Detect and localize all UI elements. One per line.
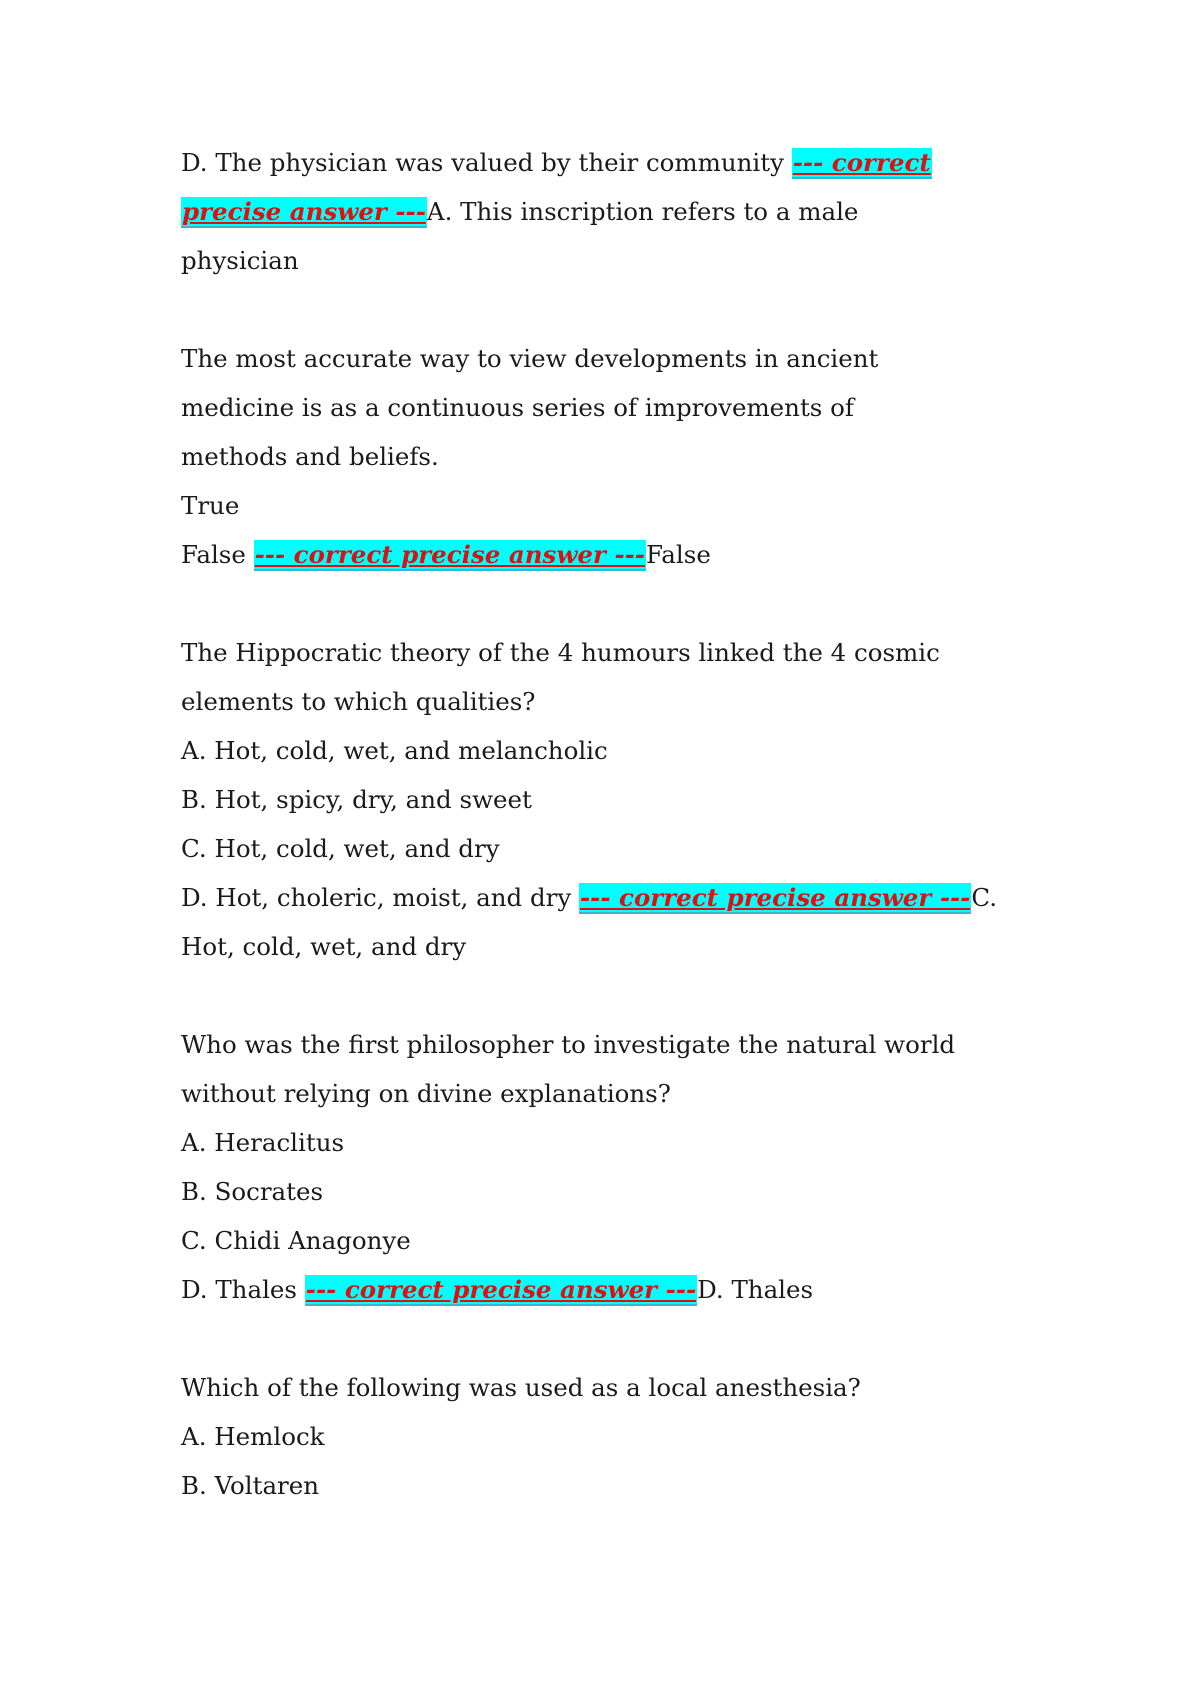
answer-text-continued: Hot, cold, wet, and dry	[181, 932, 467, 961]
paragraph-gap	[181, 579, 1041, 628]
option-a: A. Hot, cold, wet, and melancholic	[181, 736, 608, 765]
answer-text: D. Thales	[697, 1275, 814, 1304]
question-block-philosopher: Who was the first philosopher to investi…	[181, 1020, 1041, 1314]
question-text: without relying on divine explanations?	[181, 1079, 671, 1108]
option-d: D. Hot, choleric, moist, and dry	[181, 883, 580, 912]
document-page: D. The physician was valued by their com…	[181, 138, 1041, 1510]
text-line: D. Thales --- correct precise answer ---…	[181, 1265, 1041, 1314]
correct-answer-highlight: --- correct precise answer ---	[253, 540, 646, 571]
text-line: False --- correct precise answer ---Fals…	[181, 530, 1041, 579]
option-d-text: D. The physician was valued by their com…	[181, 148, 792, 177]
option-b: B. Voltaren	[181, 1471, 320, 1500]
question-text: methods and beliefs.	[181, 442, 439, 471]
answer-text-continued: physician	[181, 246, 299, 275]
answer-text: False	[645, 540, 711, 569]
text-line: D. Hot, choleric, moist, and dry --- cor…	[181, 873, 1041, 922]
option-false: False	[181, 540, 254, 569]
correct-answer-highlight: precise answer ---	[181, 197, 427, 228]
paragraph-gap	[181, 971, 1041, 1020]
option-b: B. Hot, spicy, dry, and sweet	[181, 785, 532, 814]
question-block-humours: The Hippocratic theory of the 4 humours …	[181, 628, 1041, 971]
option-d: D. Thales	[181, 1275, 305, 1304]
question-block-physician: D. The physician was valued by their com…	[181, 138, 1041, 285]
question-text: medicine is as a continuous series of im…	[181, 393, 854, 422]
correct-answer-highlight: --- correct precise answer ---	[304, 1275, 698, 1306]
text-line: precise answer ---A. This inscription re…	[181, 187, 1041, 236]
correct-answer-highlight: --- correct precise answer ---	[579, 883, 972, 914]
option-b: B. Socrates	[181, 1177, 324, 1206]
paragraph-gap	[181, 285, 1041, 334]
question-text: elements to which qualities?	[181, 687, 536, 716]
text-line: D. The physician was valued by their com…	[181, 138, 1041, 187]
answer-text: C.	[971, 883, 998, 912]
answer-text: A. This inscription refers to a male	[426, 197, 859, 226]
correct-answer-highlight: --- correct	[791, 148, 932, 179]
question-text: Which of the following was used as a loc…	[181, 1373, 861, 1402]
question-block-ancient-medicine: The most accurate way to view developmen…	[181, 334, 1041, 579]
option-a: A. Heraclitus	[181, 1128, 345, 1157]
option-c: C. Hot, cold, wet, and dry	[181, 834, 500, 863]
option-a: A. Hemlock	[181, 1422, 325, 1451]
question-text: Who was the first philosopher to investi…	[181, 1030, 956, 1059]
paragraph-gap	[181, 1314, 1041, 1363]
question-text: The most accurate way to view developmen…	[181, 344, 879, 373]
question-block-anesthesia: Which of the following was used as a loc…	[181, 1363, 1041, 1510]
question-text: The Hippocratic theory of the 4 humours …	[181, 638, 940, 667]
option-c: C. Chidi Anagonye	[181, 1226, 411, 1255]
option-true: True	[181, 491, 240, 520]
